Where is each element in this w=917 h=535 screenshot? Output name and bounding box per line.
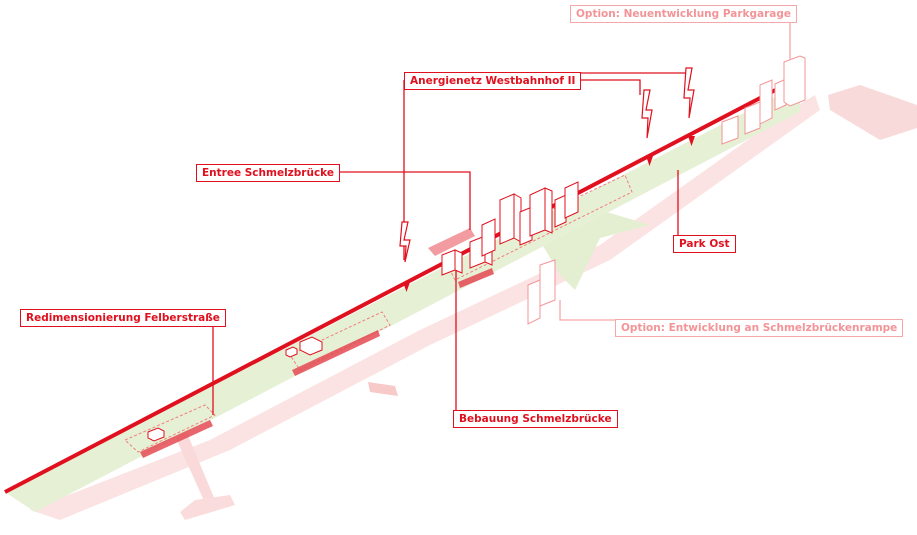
label-park-ost: Park Ost bbox=[673, 235, 736, 253]
railway-boundary bbox=[4, 83, 786, 494]
lightning-bolt-icon bbox=[399, 67, 695, 263]
red-plots bbox=[140, 228, 494, 458]
label-redimensionierung: Redimensionierung Felberstraße bbox=[20, 309, 226, 327]
label-option-rampe: Option: Entwicklung an Schmelzbrückenram… bbox=[615, 319, 904, 337]
small-buildings bbox=[147, 336, 323, 442]
park-strip bbox=[5, 92, 800, 512]
label-option-parkgarage: Option: Neuentwicklung Parkgarage bbox=[570, 5, 797, 23]
label-entree: Entree Schmelzbrücke bbox=[196, 164, 340, 182]
label-bebauung: Bebauung Schmelzbrücke bbox=[453, 410, 618, 428]
leader-lines-light bbox=[559, 20, 791, 321]
surrounding-ground bbox=[30, 85, 917, 520]
ramp-buildings bbox=[527, 259, 556, 325]
parkgarage-buildings bbox=[721, 55, 806, 145]
label-anergienetz: Anergienetz Westbahnhof II bbox=[404, 72, 582, 90]
arrow-down-icon bbox=[403, 136, 695, 292]
building-cluster bbox=[441, 181, 579, 276]
